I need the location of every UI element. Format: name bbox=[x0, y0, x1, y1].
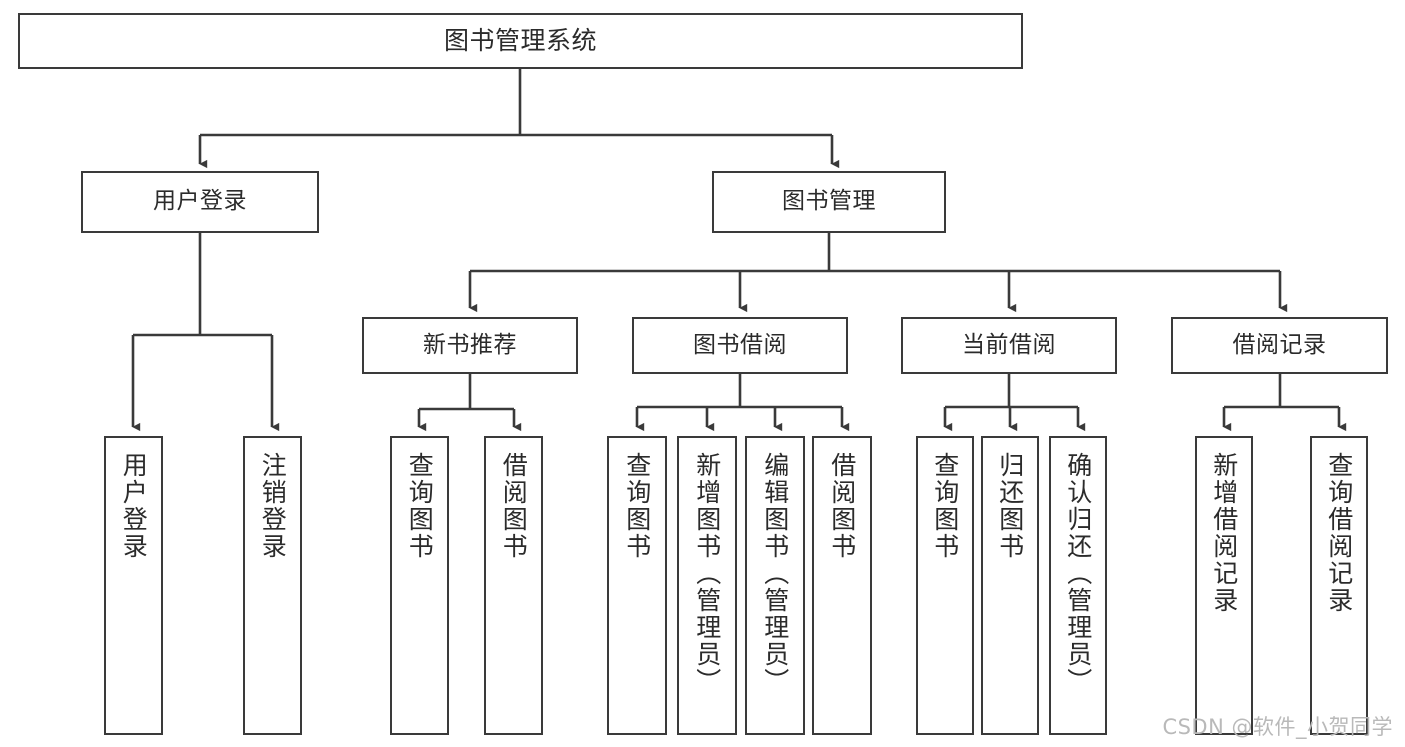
node-label: 查询图书 bbox=[622, 452, 652, 560]
node-label: 借阅记录 bbox=[1232, 331, 1327, 358]
node-label: 新增借阅记录 bbox=[1209, 452, 1239, 614]
node-label: 图书管理 bbox=[782, 188, 876, 215]
node-current-borrow[interactable]: 当前借阅 bbox=[901, 317, 1117, 374]
node-book-management[interactable]: 图书管理 bbox=[712, 171, 946, 233]
leaf-borrow-edit-book-admin[interactable]: 编辑图书（管理员） bbox=[745, 436, 805, 735]
leaf-user-login[interactable]: 用户登录 bbox=[104, 436, 163, 735]
leaf-add-borrow-record[interactable]: 新增借阅记录 bbox=[1195, 436, 1253, 735]
leaf-borrow-query-book[interactable]: 查询图书 bbox=[607, 436, 667, 735]
node-root-system[interactable]: 图书管理系统 bbox=[18, 13, 1023, 69]
leaf-new-book-query[interactable]: 查询图书 bbox=[390, 436, 449, 735]
node-borrow-records[interactable]: 借阅记录 bbox=[1171, 317, 1388, 374]
node-label: 新增图书（管理员） bbox=[692, 452, 722, 695]
leaf-borrow-borrow-book[interactable]: 借阅图书 bbox=[812, 436, 872, 735]
node-label: 查询图书 bbox=[930, 452, 960, 560]
node-label: 当前借阅 bbox=[962, 331, 1056, 358]
leaf-current-confirm-return-admin[interactable]: 确认归还（管理员） bbox=[1049, 436, 1107, 735]
node-label: 新书推荐 bbox=[423, 331, 517, 358]
node-label: 借阅图书 bbox=[827, 452, 857, 560]
leaf-query-borrow-record[interactable]: 查询借阅记录 bbox=[1310, 436, 1368, 735]
node-new-book-recommend[interactable]: 新书推荐 bbox=[362, 317, 578, 374]
node-label: 归还图书 bbox=[995, 452, 1025, 560]
leaf-borrow-add-book-admin[interactable]: 新增图书（管理员） bbox=[677, 436, 737, 735]
node-label: 用户登录 bbox=[119, 452, 149, 560]
node-label: 查询借阅记录 bbox=[1324, 452, 1354, 614]
node-label: 图书管理系统 bbox=[443, 26, 597, 56]
leaf-new-book-borrow[interactable]: 借阅图书 bbox=[484, 436, 543, 735]
node-label: 图书借阅 bbox=[693, 331, 787, 358]
node-book-borrow[interactable]: 图书借阅 bbox=[632, 317, 848, 374]
node-label: 编辑图书（管理员） bbox=[760, 452, 790, 695]
node-label: 借阅图书 bbox=[499, 452, 529, 560]
node-label: 查询图书 bbox=[405, 452, 435, 560]
leaf-current-query-book[interactable]: 查询图书 bbox=[916, 436, 974, 735]
node-user-login[interactable]: 用户登录 bbox=[81, 171, 319, 233]
node-label: 注销登录 bbox=[258, 452, 288, 560]
leaf-logout[interactable]: 注销登录 bbox=[243, 436, 302, 735]
node-label: 用户登录 bbox=[153, 188, 247, 215]
node-label: 确认归还（管理员） bbox=[1063, 452, 1093, 695]
leaf-current-return-book[interactable]: 归还图书 bbox=[981, 436, 1039, 735]
watermark-text: CSDN @软件_小贺同学 bbox=[1162, 715, 1393, 739]
